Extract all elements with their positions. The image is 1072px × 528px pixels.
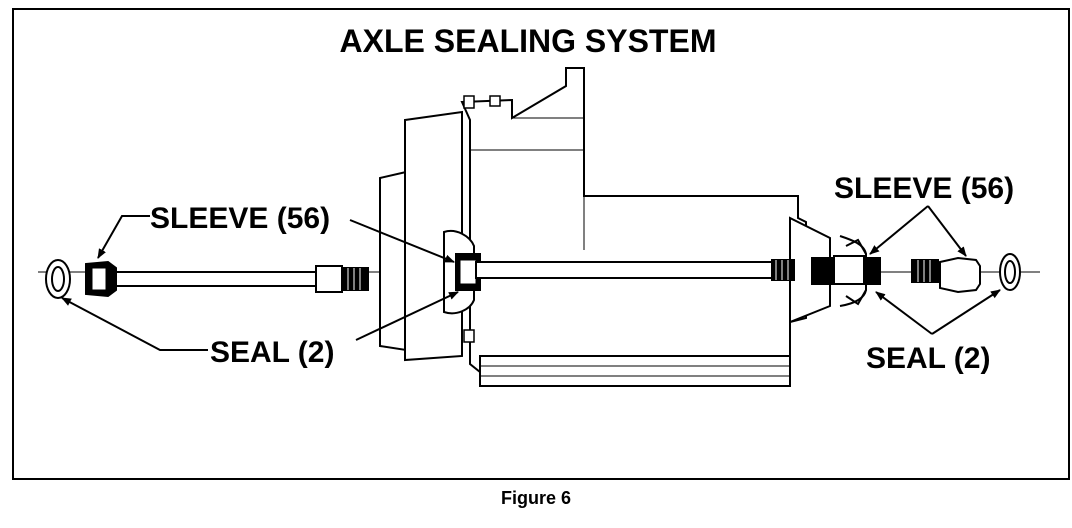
figure-caption: Figure 6 xyxy=(500,488,571,508)
housing-bottom-skirt xyxy=(479,355,791,387)
right-spline-coupler xyxy=(911,259,939,283)
label-sleeve-right: SLEEVE (56) xyxy=(834,172,1014,205)
leader-sleeve-left-a xyxy=(97,215,150,259)
right-outer-sleeve xyxy=(939,256,981,294)
right-inner-sleeve xyxy=(833,255,865,285)
axle-shaft xyxy=(475,259,795,281)
diagram-title: AXLE SEALING SYSTEM xyxy=(340,23,717,59)
leader-sleeve-left-b xyxy=(349,219,455,263)
housing-main-case xyxy=(460,67,807,373)
leader-sleeve-right-b xyxy=(927,205,967,257)
leader-sleeve-right-a xyxy=(869,205,929,255)
label-seal-right: SEAL (2) xyxy=(866,342,990,375)
figure-frame xyxy=(12,8,1070,480)
leader-seal-right-b xyxy=(931,289,1001,335)
label-seal-left: SEAL (2) xyxy=(210,336,334,369)
right-inner-spline xyxy=(811,257,833,285)
housing-right-tail xyxy=(789,216,831,324)
leader-seal-right-a xyxy=(875,291,933,335)
left-axle-assembly xyxy=(45,259,369,299)
transaxle-housing xyxy=(379,67,831,387)
label-sleeve-left: SLEEVE (56) xyxy=(150,202,330,235)
leader-seal-left-b xyxy=(355,291,459,341)
leader-seal-left-a xyxy=(61,297,208,351)
right-axle-assembly xyxy=(811,253,1021,294)
callout-leaders xyxy=(61,205,1001,351)
